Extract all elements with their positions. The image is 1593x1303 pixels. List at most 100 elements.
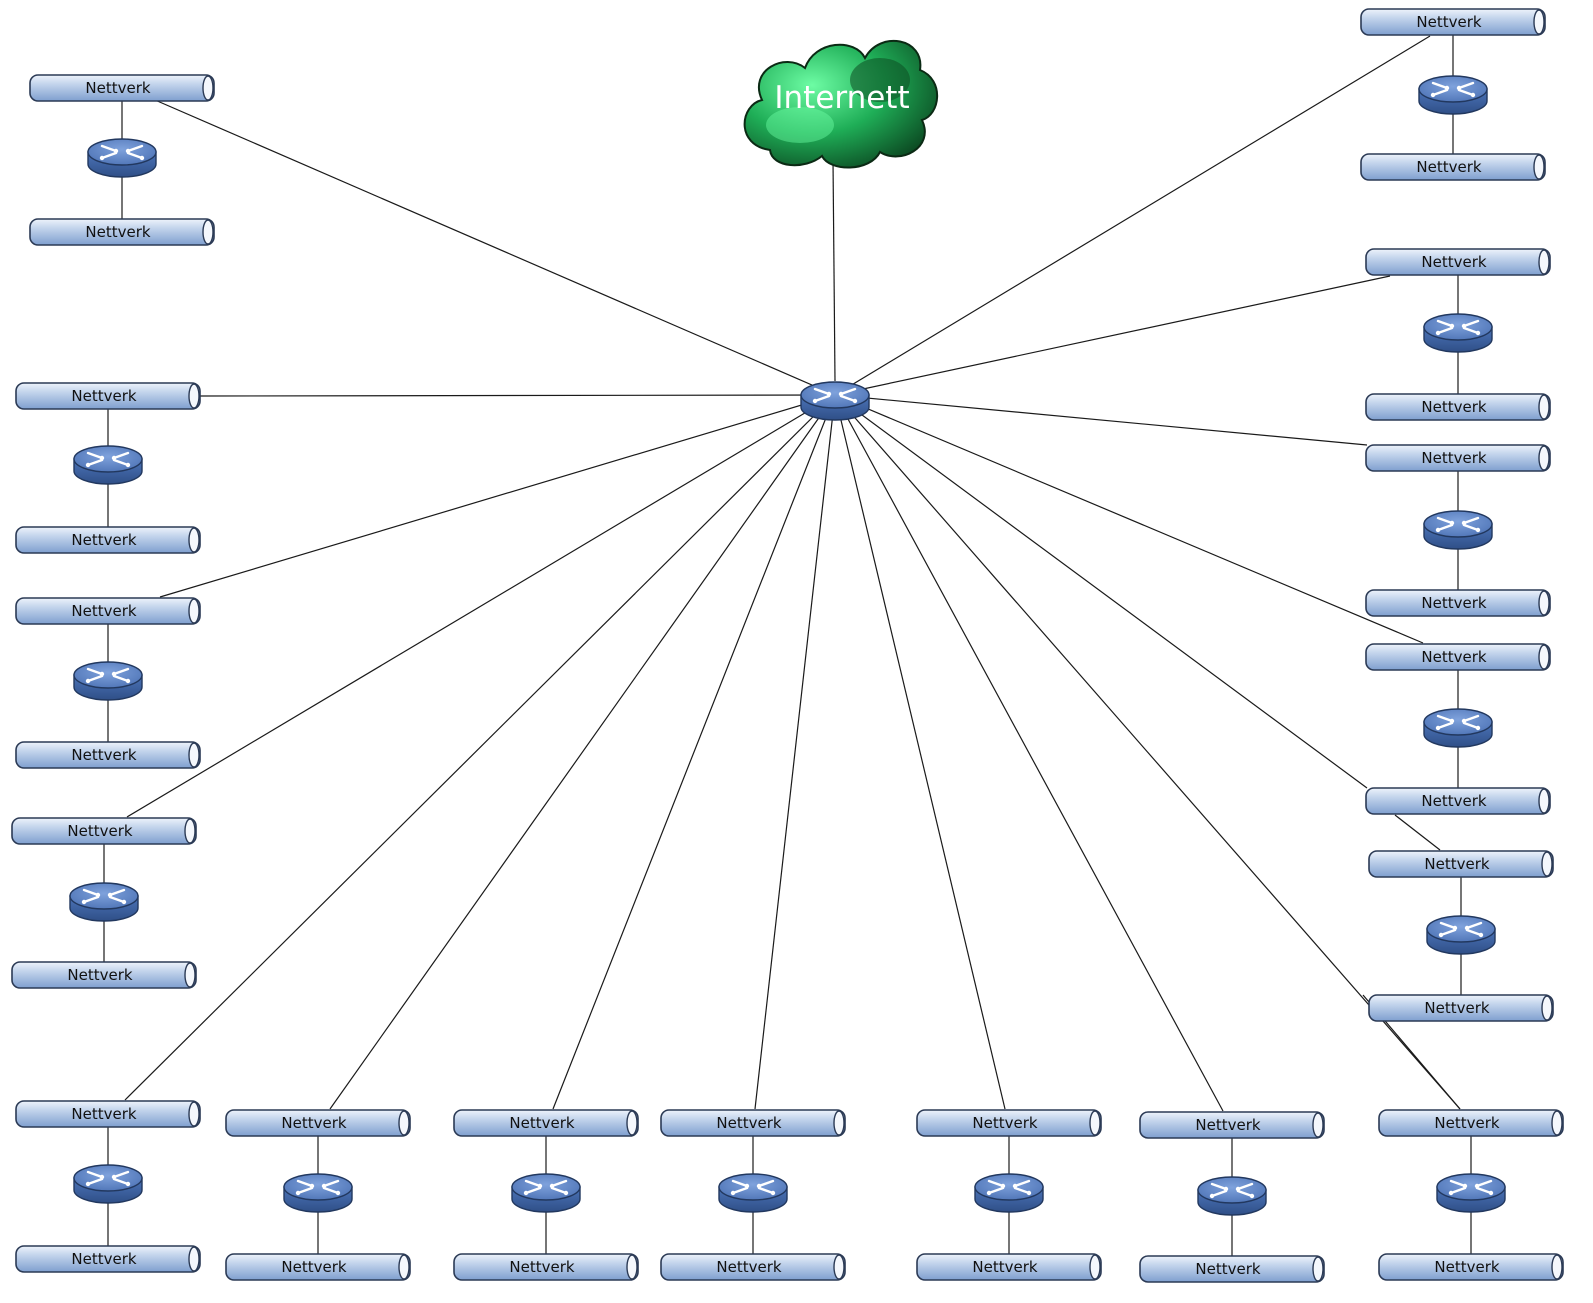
router-icon	[283, 1173, 353, 1201]
network-label: Nettverk	[1416, 158, 1481, 176]
router-arrow	[731, 1186, 749, 1195]
router-arrowhead	[1462, 1183, 1468, 1189]
router-icon	[73, 445, 143, 473]
router-arrow	[1462, 319, 1480, 328]
pipe-end-cap	[1533, 9, 1545, 35]
router-arrow	[100, 144, 118, 153]
pipe-end-cap	[1538, 644, 1550, 670]
router-icon	[1197, 1176, 1267, 1204]
router-arrow	[86, 674, 104, 683]
router-arrow	[1436, 326, 1454, 335]
network-pipe-icon	[1378, 1109, 1564, 1137]
router-arrow	[86, 1177, 104, 1186]
router-r4	[1426, 915, 1496, 955]
router-icon	[73, 661, 143, 689]
router-arrowhead	[125, 1181, 131, 1187]
network-pipe-icon	[1360, 8, 1546, 36]
router-arrowhead	[523, 1190, 529, 1196]
router-arrow	[1439, 928, 1457, 937]
network-pipe-icon	[1139, 1255, 1325, 1283]
pipe-end-cap	[1538, 394, 1550, 420]
router-arrowhead	[563, 1190, 569, 1196]
router-arrowhead	[99, 155, 105, 161]
network-lower-r4: Nettverk	[1368, 994, 1554, 1022]
router-arrow	[1236, 1182, 1254, 1191]
pipe-end-cap	[1533, 154, 1545, 180]
network-pipe-icon	[29, 74, 215, 102]
network-label: Nettverk	[85, 79, 150, 97]
network-upper-r3: Nettverk	[1365, 643, 1551, 671]
network-upper-b2: Nettverk	[453, 1109, 639, 1137]
router-arrow	[82, 888, 100, 897]
pipe-end-cap	[202, 219, 214, 245]
router-arrow	[86, 1170, 104, 1179]
router-arrowhead	[1435, 330, 1441, 336]
network-label: Nettverk	[972, 1114, 1037, 1132]
network-upper-r1: Nettverk	[1365, 248, 1551, 276]
router-arrowhead	[1249, 1193, 1255, 1199]
network-pipe-icon	[11, 817, 197, 845]
pipe-end-cap	[188, 527, 200, 553]
router-arrowhead	[1435, 527, 1441, 533]
network-label: Nettverk	[1416, 13, 1481, 31]
network-pipe-icon	[15, 1100, 201, 1128]
pipe-end-cap	[1089, 1254, 1101, 1280]
router-arrow	[296, 1186, 314, 1195]
router-arrowhead	[1464, 925, 1470, 931]
pipe-end-cap	[626, 1110, 638, 1136]
network-pipe-icon	[453, 1109, 639, 1137]
router-arrowhead	[85, 462, 91, 468]
pipe-end-cap	[1538, 590, 1550, 616]
router-icon	[1436, 1173, 1506, 1201]
network-label: Nettverk	[1421, 449, 1486, 467]
network-upper-tl: Nettverk	[29, 74, 215, 102]
router-arrow	[1475, 1186, 1493, 1195]
router-l2	[73, 661, 143, 701]
uplink-line	[832, 159, 836, 382]
router-arrowhead	[111, 671, 117, 677]
hub-link	[754, 394, 836, 1110]
pipe-end-cap	[1089, 1110, 1101, 1136]
router-arrow	[731, 1179, 749, 1188]
network-pipe-icon	[1365, 444, 1551, 472]
network-label: Nettverk	[281, 1114, 346, 1132]
router-arrow	[1210, 1189, 1228, 1198]
pipe-end-cap	[833, 1254, 845, 1280]
router-b4	[974, 1173, 1044, 1213]
pipe-end-cap	[188, 742, 200, 768]
network-pipe-icon	[1365, 787, 1551, 815]
router-r2	[1423, 510, 1493, 550]
router-arrowhead	[838, 391, 844, 397]
router-arrowhead	[1475, 725, 1481, 731]
router-arrow	[82, 895, 100, 904]
router-icon	[511, 1173, 581, 1201]
network-upper-b6: Nettverk	[1378, 1109, 1564, 1137]
router-arrow	[1457, 81, 1475, 90]
router-arrowhead	[335, 1190, 341, 1196]
router-arrowhead	[309, 1183, 315, 1189]
router-arrowhead	[1223, 1186, 1229, 1192]
network-label: Nettverk	[71, 387, 136, 405]
router-icon	[1423, 510, 1493, 538]
network-pipe-icon	[1368, 994, 1554, 1022]
router-arrowhead	[85, 1181, 91, 1187]
pipe-end-cap	[202, 75, 214, 101]
router-arrowhead	[812, 398, 818, 404]
router-l1	[73, 445, 143, 485]
router-arrowhead	[125, 462, 131, 468]
router-icon	[69, 882, 139, 910]
network-upper-l3: Nettverk	[11, 817, 197, 845]
network-lower-r1: Nettverk	[1365, 393, 1551, 421]
network-label: Nettverk	[1434, 1114, 1499, 1132]
router-arrow	[112, 667, 130, 676]
hub-link	[834, 394, 1006, 1110]
network-pipe-icon	[1365, 248, 1551, 276]
hub-link	[834, 35, 1431, 396]
network-lower-l2: Nettverk	[15, 741, 201, 769]
router-arrowhead	[139, 155, 145, 161]
network-label: Nettverk	[67, 822, 132, 840]
network-pipe-icon	[15, 1245, 201, 1273]
router-arrow	[1431, 81, 1449, 90]
router-arrowhead	[1475, 527, 1481, 533]
router-arrowhead	[99, 1174, 105, 1180]
